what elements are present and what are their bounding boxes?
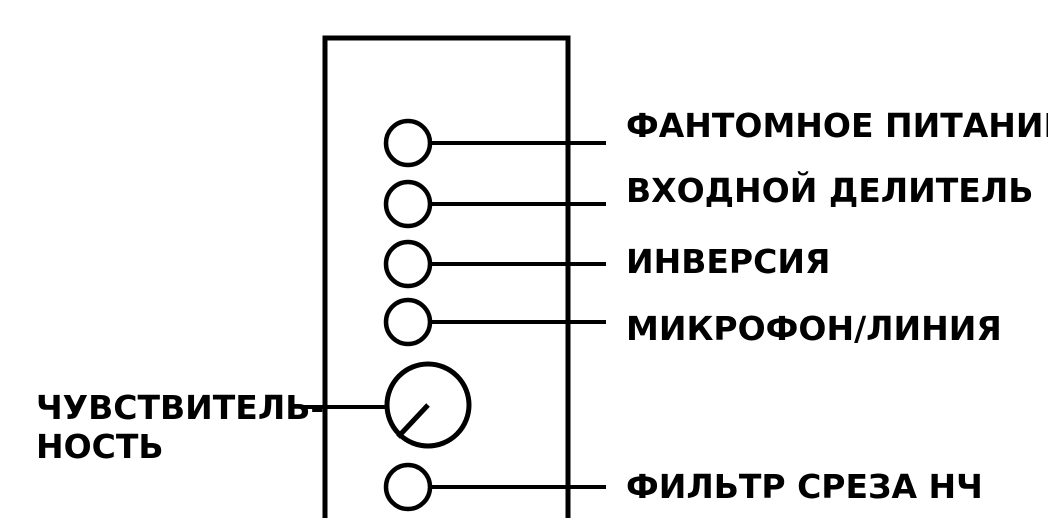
- phantom-power-label: ФАНТОМНОЕ ПИТАНИЕ: [626, 106, 1048, 145]
- sensitivity-knob-pointer: [396, 403, 430, 439]
- inversion-label: ИНВЕРСИЯ: [626, 242, 830, 281]
- sensitivity-label-line1: ЧУВСТВИТЕЛЬ-: [36, 388, 324, 427]
- panel-outline: [322, 35, 571, 518]
- low-cut-filter-button: [383, 462, 433, 512]
- input-divider-label: ВХОДНОЙ ДЕЛИТЕЛЬ: [626, 170, 1033, 210]
- input-divider-button: [383, 179, 433, 229]
- phantom-power-button: [383, 118, 433, 168]
- mic-line-label: МИКРОФОН/ЛИНИЯ: [626, 309, 1002, 348]
- mic-line-button: [383, 297, 433, 347]
- low-cut-filter-label: ФИЛЬТР СРЕЗА НЧ: [626, 467, 983, 506]
- sensitivity-label-line2: НОСТЬ: [36, 427, 164, 466]
- inversion-button: [383, 239, 433, 289]
